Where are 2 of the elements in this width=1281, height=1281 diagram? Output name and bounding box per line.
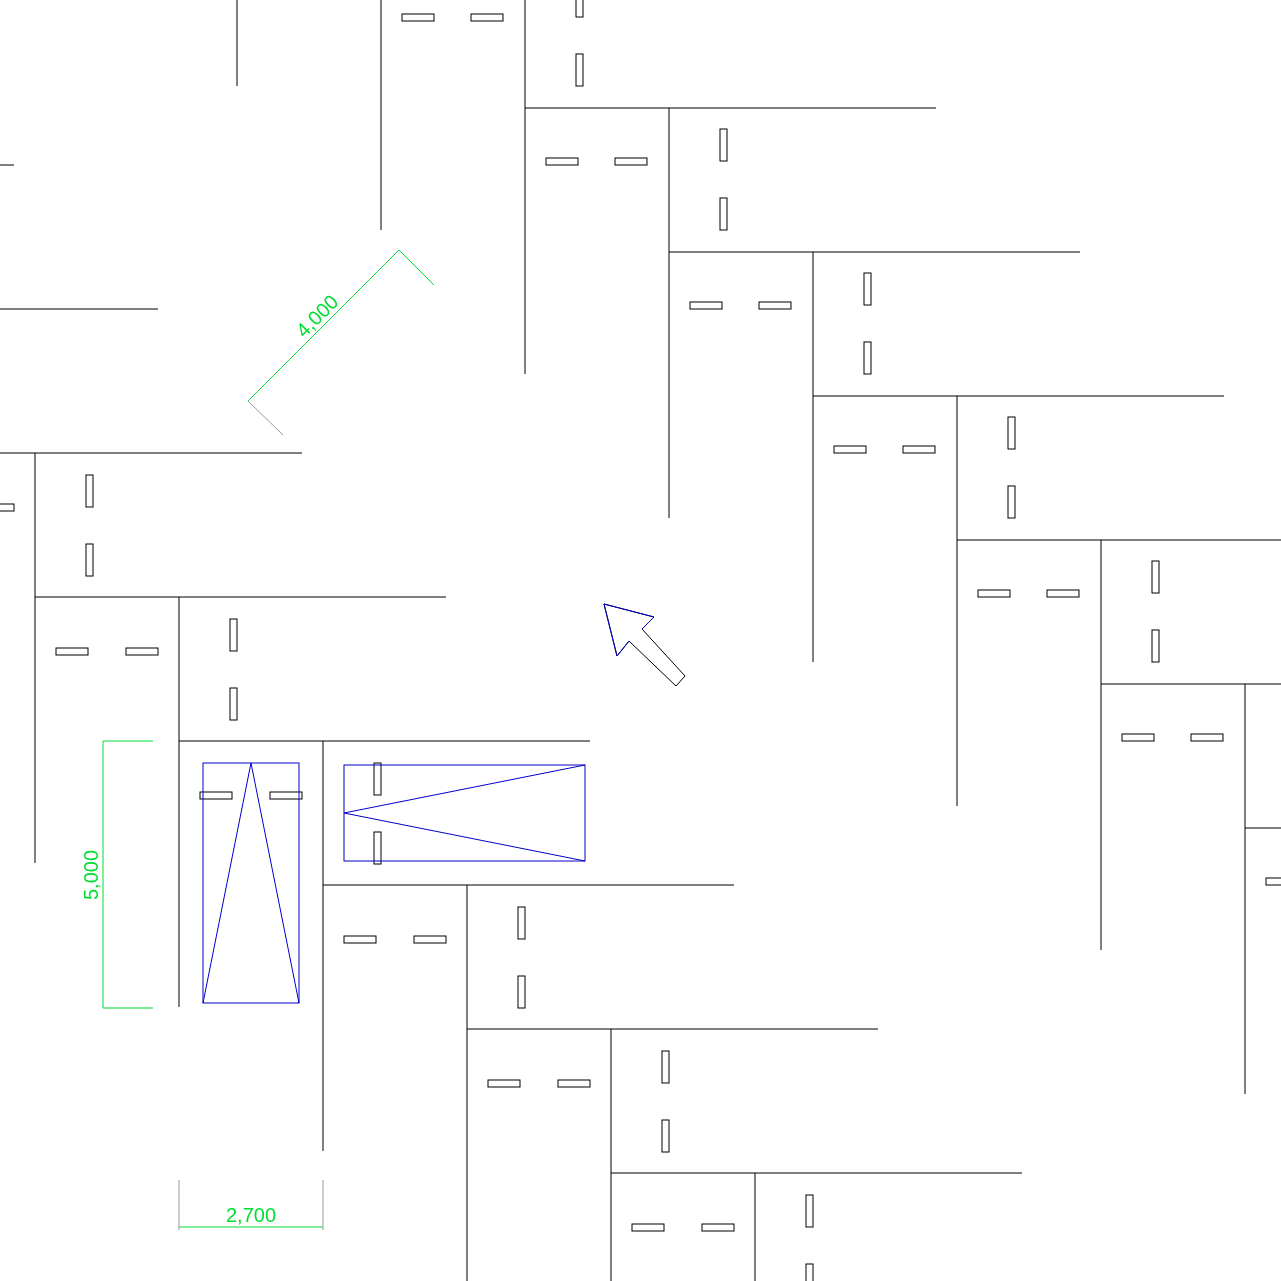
dimension-label: 5,000 [81,849,101,901]
dimension-label: 2,700 [225,1205,277,1225]
